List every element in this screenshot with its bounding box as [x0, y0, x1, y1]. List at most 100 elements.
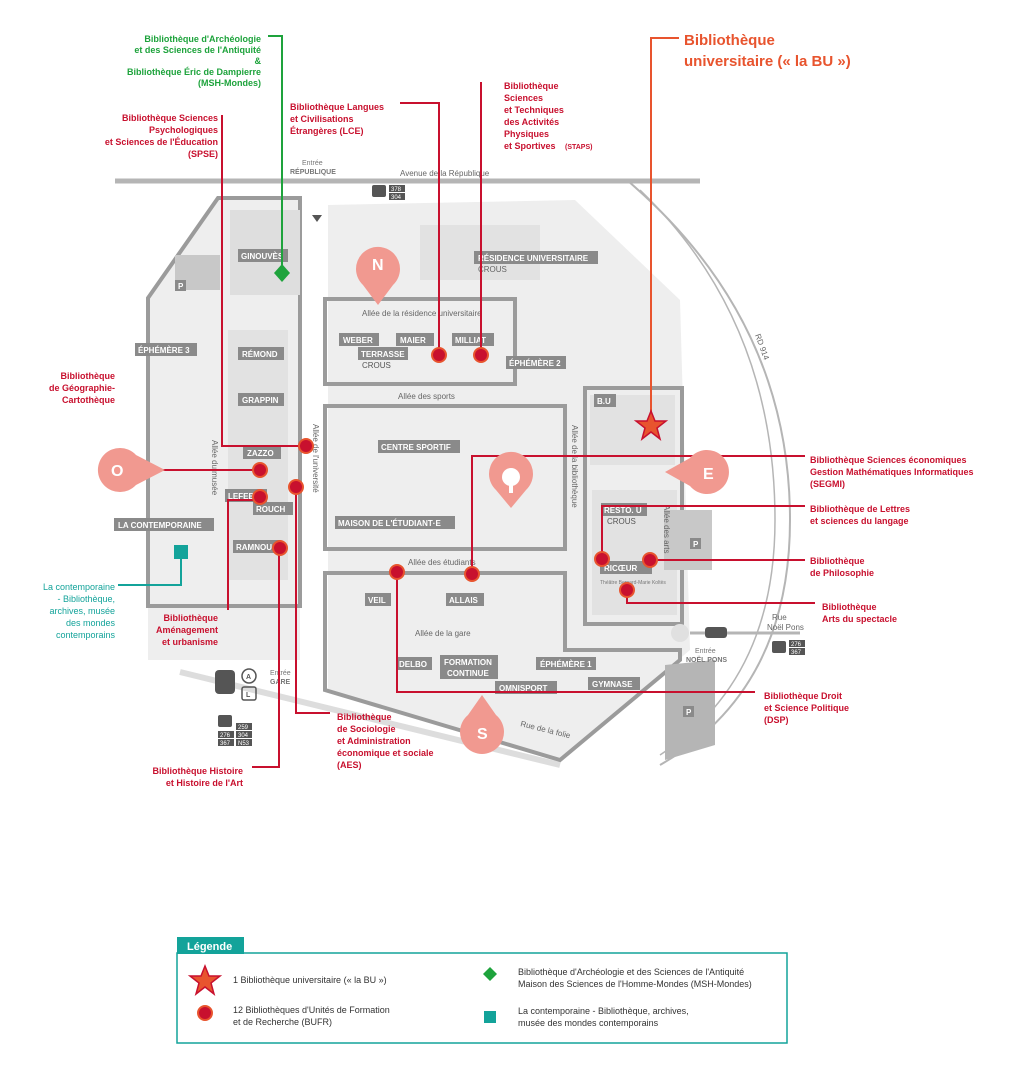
- callout-droit: Bibliothèque Droit et Science Politique …: [764, 691, 849, 725]
- svg-text:Bibliothèque de Lettres: Bibliothèque de Lettres: [810, 504, 910, 514]
- svg-text:de Philosophie: de Philosophie: [810, 568, 874, 578]
- zone-e-marker[interactable]: E: [665, 450, 729, 494]
- svg-text:Bibliothèque Langues: Bibliothèque Langues: [290, 102, 384, 112]
- bus-line-304-box: [389, 193, 405, 200]
- zone-n-marker[interactable]: N: [356, 246, 400, 305]
- noel-pons-roundabout: [671, 624, 689, 642]
- marker-rouch[interactable]: [288, 479, 304, 495]
- building-gymnase[interactable]: GYMNASE: [592, 680, 633, 689]
- marker-maier[interactable]: [431, 347, 447, 363]
- building-centre-sportif[interactable]: CENTRE SPORTIF: [381, 443, 451, 452]
- svg-text:Bibliothèque: Bibliothèque: [822, 602, 877, 612]
- svg-text:des mondes: des mondes: [66, 618, 116, 628]
- marker-bu-star[interactable]: [633, 408, 669, 441]
- building-terrasse[interactable]: TERRASSE: [361, 350, 405, 359]
- musee-street-label: Allée du musée: [210, 440, 219, 496]
- train-icon: [215, 670, 235, 694]
- svg-text:Bibliothèque Sciences: Bibliothèque Sciences: [122, 113, 218, 123]
- building-lefebvre[interactable]: LEFEB: [228, 492, 254, 501]
- building-weber[interactable]: WEBER: [343, 336, 373, 345]
- zone-o-marker[interactable]: O: [97, 447, 165, 492]
- building-zazzo[interactable]: ZAZZO: [247, 449, 274, 458]
- building-veil[interactable]: VEIL: [368, 596, 386, 605]
- zone-o-label: O: [111, 463, 123, 480]
- building-bu[interactable]: B.U: [597, 397, 611, 406]
- transilien-l: L: [246, 692, 251, 699]
- callout-lce: Bibliothèque Langues et Civilisations Ét…: [290, 102, 384, 136]
- legend-bufr-text-2: et de Recherche (BUFR): [233, 1017, 332, 1027]
- building-formation-1[interactable]: FORMATION: [444, 658, 492, 667]
- svg-text:et Sciences de l'Éducation: et Sciences de l'Éducation: [105, 137, 218, 147]
- building-grappin[interactable]: GRAPPIN: [242, 396, 279, 405]
- entrance-arrow-icon: [312, 215, 322, 222]
- building-omnisport[interactable]: OMNISPORT: [499, 684, 548, 693]
- legend-bufr-dot-icon: [197, 1005, 213, 1021]
- marker-universite[interactable]: [298, 438, 314, 454]
- building-ginouves[interactable]: GINOUVÈS: [241, 252, 284, 261]
- building-ramnoux[interactable]: RAMNOU: [236, 543, 272, 552]
- marker-contemporaine-square[interactable]: [174, 545, 188, 559]
- svg-text:Bibliothèque: Bibliothèque: [337, 712, 392, 722]
- residence-street-label: Allée de la résidence universitaire: [362, 309, 482, 318]
- building-delbo[interactable]: DELBO: [399, 660, 427, 669]
- callout-segmi: Bibliothèque Sciences économiques Gestio…: [810, 455, 974, 489]
- building-ephemere2[interactable]: ÉPHÉMÈRE 2: [509, 359, 561, 368]
- building-residence[interactable]: RÉSIDENCE UNIVERSITAIRE: [478, 254, 589, 263]
- building-ricoeur[interactable]: RICŒUR: [604, 564, 638, 573]
- svg-text:universitaire (« la BU »): universitaire (« la BU »): [684, 53, 851, 70]
- etudiants-street-label: Allée des étudiants: [408, 558, 476, 567]
- marker-msh-diamond[interactable]: [274, 264, 290, 282]
- legend-bufr-text-1: 12 Bibliothèques d'Unités de Formation: [233, 1005, 390, 1015]
- marker-ricoeur-philo[interactable]: [642, 552, 658, 568]
- car-icon: [705, 627, 727, 638]
- svg-text:et Techniques: et Techniques: [504, 105, 564, 115]
- library-markers: [174, 264, 669, 598]
- zone-s-marker[interactable]: S: [460, 695, 505, 754]
- leader-lines: [118, 35, 815, 768]
- building-ephemere1[interactable]: ÉPHÉMÈRE 1: [540, 660, 592, 669]
- building-rouch[interactable]: ROUCH: [256, 505, 286, 514]
- building-resto[interactable]: RESTO. U: [604, 506, 642, 515]
- building-contemporaine[interactable]: LA CONTEMPORAINE: [118, 521, 202, 530]
- legend-title: Légende: [187, 941, 232, 953]
- parking-ne-p: P: [693, 540, 699, 549]
- building-maier[interactable]: MAIER: [400, 336, 426, 345]
- line-bu: [650, 37, 679, 425]
- svg-text:Physiques: Physiques: [504, 129, 549, 139]
- building-milliat[interactable]: MILLIAT: [455, 336, 486, 345]
- bus-left-box-259: [236, 723, 252, 730]
- svg-text:Bibliothèque d'Archéologie: Bibliothèque d'Archéologie: [144, 34, 261, 44]
- marker-allais[interactable]: [464, 566, 480, 582]
- marker-veil[interactable]: [389, 564, 405, 580]
- marker-zazzo-geo[interactable]: [252, 462, 268, 478]
- legend-contemporaine-square-icon: [484, 1011, 496, 1023]
- callout-histoire: Bibliothèque Histoire et Histoire de l'A…: [152, 766, 243, 788]
- bus-left-box-276: [218, 731, 234, 738]
- svg-text:Bibliothèque Sciences économiq: Bibliothèque Sciences économiques: [810, 455, 967, 465]
- svg-text:La contemporaine: La contemporaine: [43, 582, 115, 592]
- legend-bu-star-icon: [187, 963, 223, 996]
- marker-ramnoux[interactable]: [272, 540, 288, 556]
- building-allais[interactable]: ALLAIS: [449, 596, 479, 605]
- building-ephemere3[interactable]: ÉPHÉMÈRE 3: [138, 346, 190, 355]
- bus-right-367: 367: [791, 650, 802, 656]
- svg-text:Sciences: Sciences: [504, 93, 543, 103]
- zone-n-label: N: [372, 257, 384, 274]
- building-maison[interactable]: MAISON DE L'ÉTUDIANT·E: [338, 519, 441, 528]
- rer-a: A: [246, 674, 251, 681]
- sector-north-outline: [323, 297, 517, 386]
- bus-left-367: 367: [220, 741, 231, 747]
- zone-s-label: S: [477, 726, 488, 743]
- marker-milliat[interactable]: [473, 347, 489, 363]
- building-remond[interactable]: RÉMOND: [242, 350, 278, 359]
- svg-text:et Sportives: et Sportives: [504, 141, 556, 151]
- marker-spectacle[interactable]: [619, 582, 635, 598]
- svg-text:et urbanisme: et urbanisme: [162, 637, 218, 647]
- building-formation-2[interactable]: CONTINUE: [447, 669, 489, 678]
- gare-street-label: Allée de la gare: [415, 629, 471, 638]
- line-spse: [221, 115, 306, 447]
- marker-ricoeur-lettres[interactable]: [594, 551, 610, 567]
- bus-left-304: 304: [238, 733, 249, 739]
- marker-lefebvre[interactable]: [252, 489, 268, 505]
- bus-right-276: 276: [791, 642, 802, 648]
